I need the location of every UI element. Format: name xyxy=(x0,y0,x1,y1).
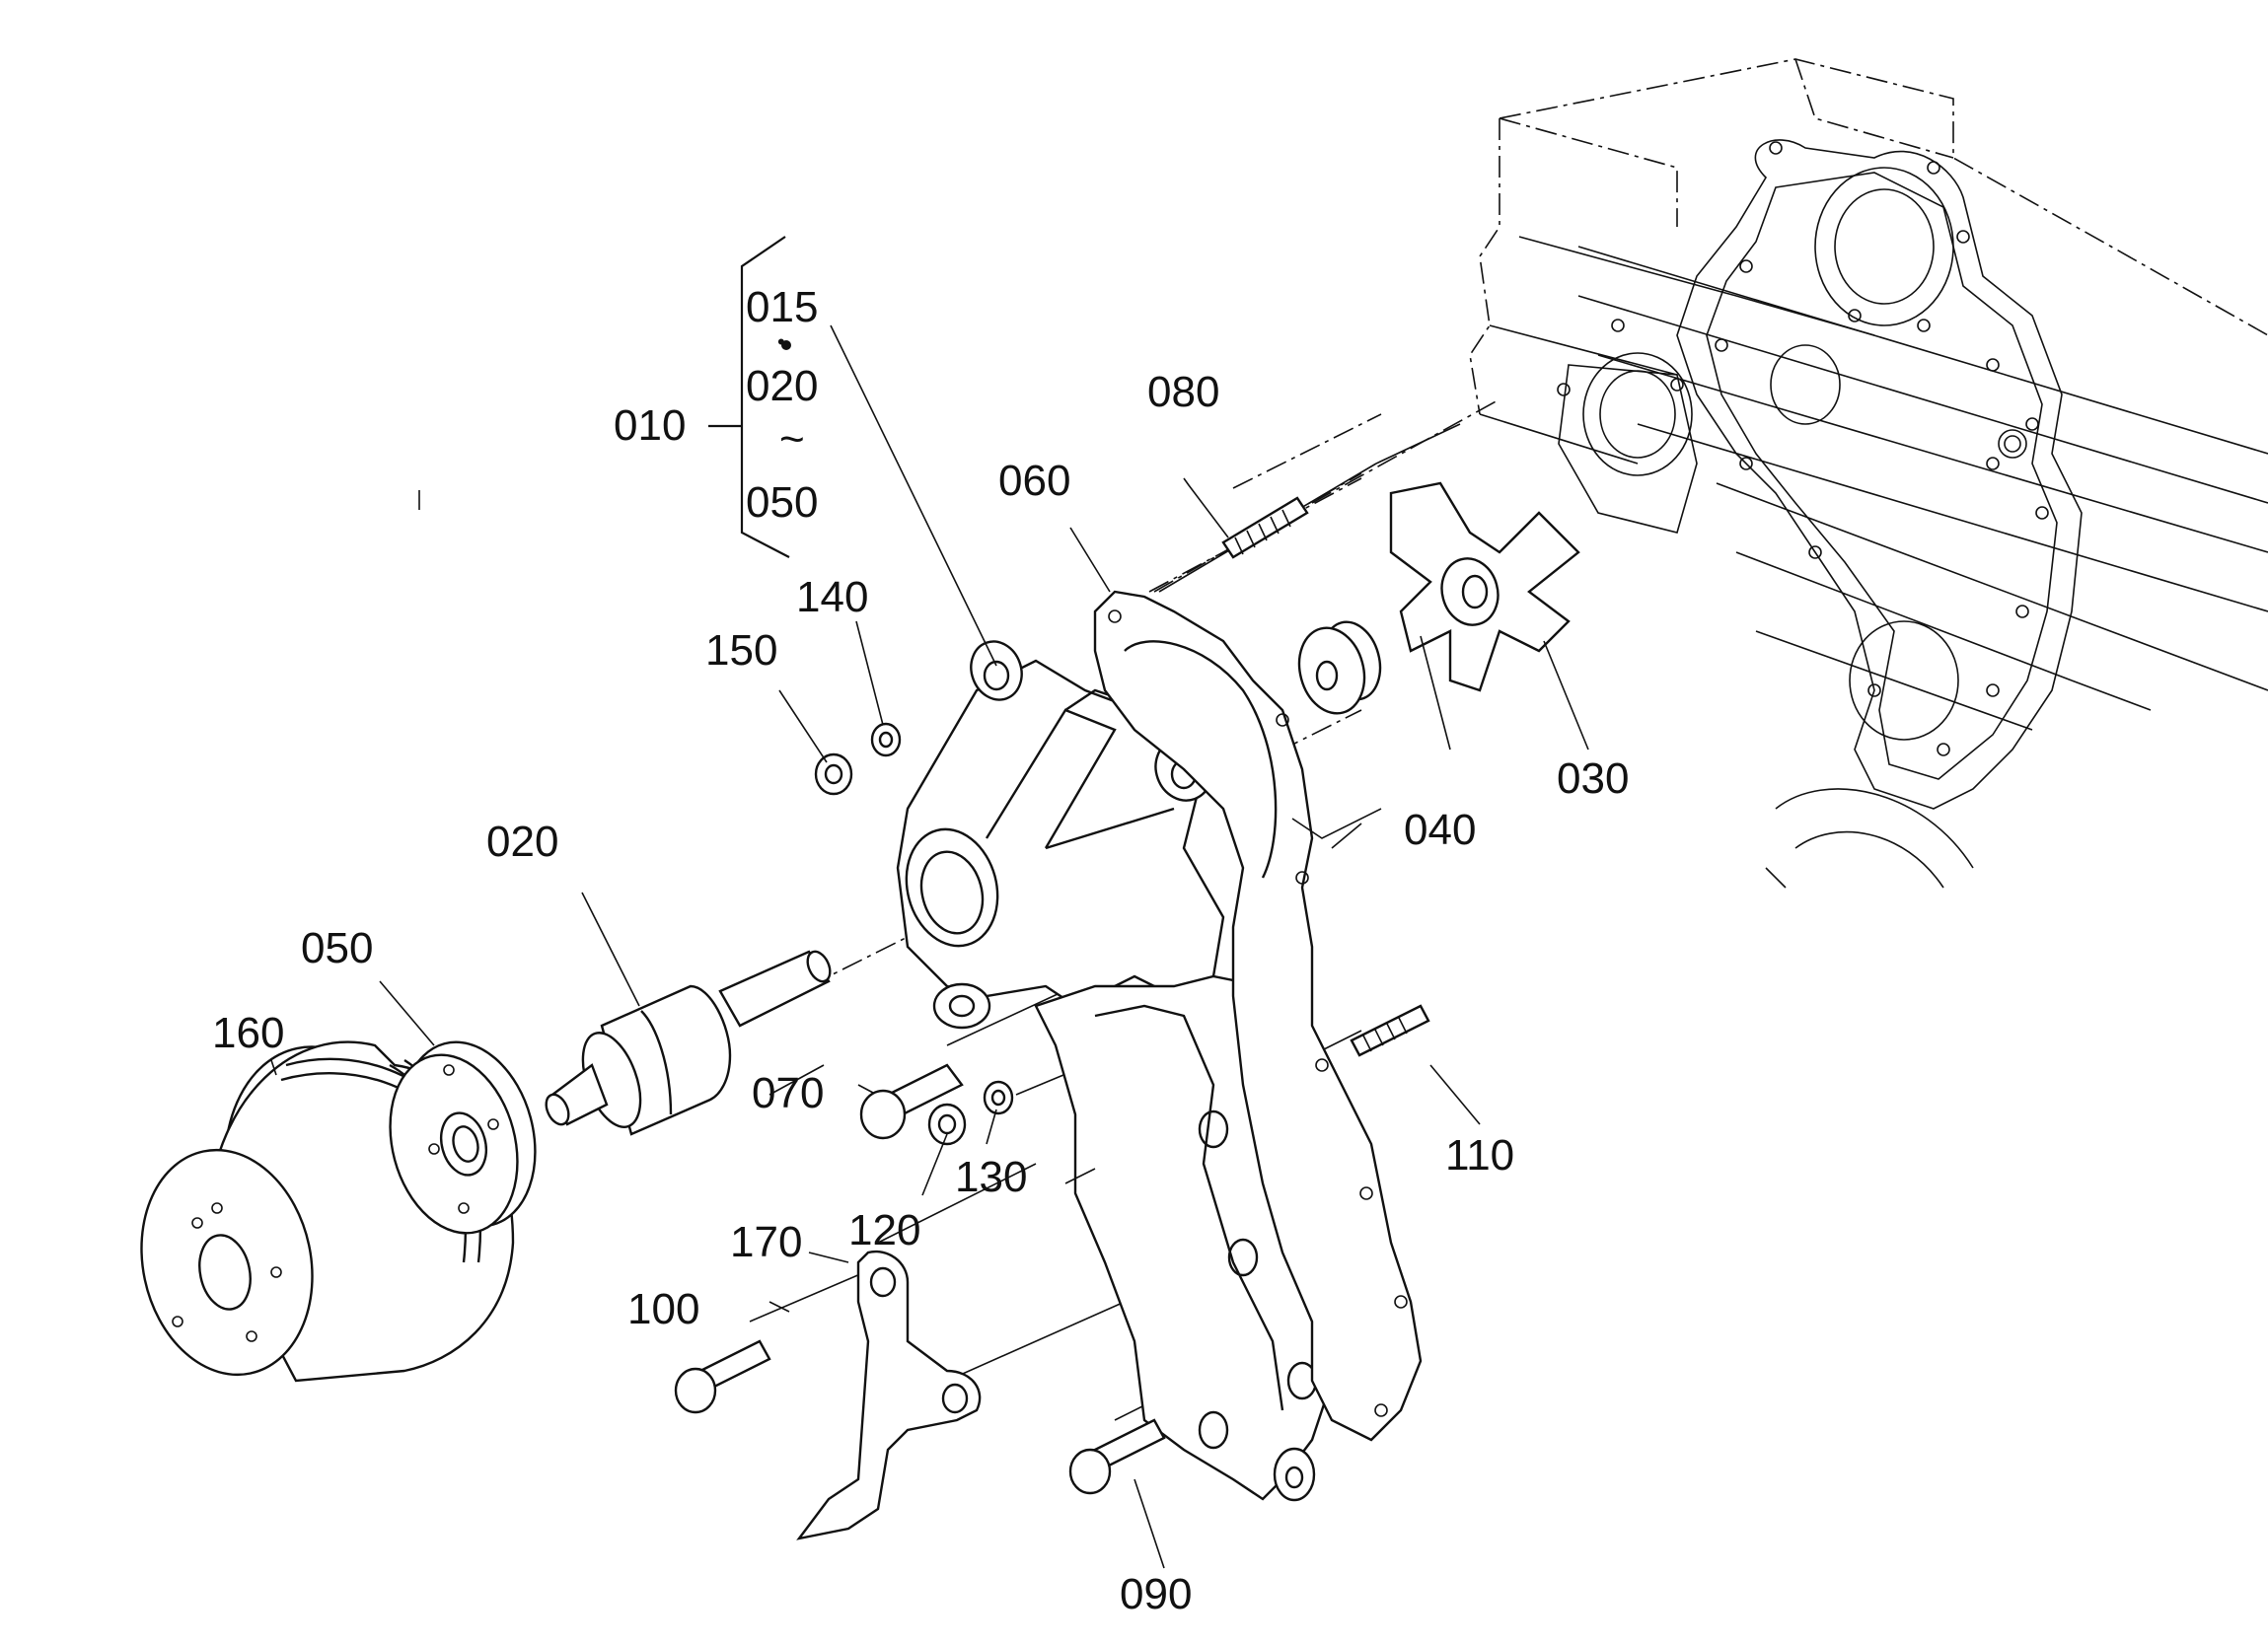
seal-040 xyxy=(1297,620,1382,715)
group-dot: • xyxy=(777,329,785,354)
callout-090: 090 xyxy=(1120,1570,1193,1618)
callout-015: 015 xyxy=(746,283,819,331)
engine-block-outline xyxy=(1469,58,2268,889)
bolt-100 xyxy=(674,1339,771,1414)
bolt-090 xyxy=(1068,1418,1166,1495)
washer-130 xyxy=(983,1080,1014,1115)
leader-lines xyxy=(270,324,1589,1569)
callout-140: 140 xyxy=(796,573,869,621)
gasket-060 xyxy=(1093,590,1423,1442)
bolt-070 xyxy=(859,1063,964,1140)
flange-050 xyxy=(389,1040,537,1235)
callout-130: 130 xyxy=(955,1153,1028,1201)
callout-080: 080 xyxy=(1147,368,1220,416)
callout-020: 020 xyxy=(486,818,559,866)
nut-120 xyxy=(927,1103,967,1146)
callout-030: 030 xyxy=(1557,754,1630,803)
callout-050: 050 xyxy=(301,924,374,972)
stud-110 xyxy=(1350,1004,1430,1057)
bracket-170 xyxy=(796,1250,982,1540)
callout-070: 070 xyxy=(752,1069,825,1117)
callout-010: 010 xyxy=(614,401,687,450)
callout-160: 160 xyxy=(212,1009,285,1057)
callout-150: 150 xyxy=(705,626,778,675)
callout-040: 040 xyxy=(1404,806,1477,854)
washer-140 xyxy=(870,722,902,757)
callout-050-group: 050 xyxy=(746,478,819,527)
nut-150 xyxy=(814,752,853,796)
bearing-shaft-020 xyxy=(545,950,832,1136)
callout-170: 170 xyxy=(730,1218,803,1266)
callout-020-group: 020 xyxy=(746,362,819,410)
callout-120: 120 xyxy=(848,1206,921,1254)
callout-100: 100 xyxy=(627,1285,700,1333)
group-bracket-010 xyxy=(708,236,791,558)
stud-080 xyxy=(1221,496,1309,559)
impeller-030 xyxy=(1389,481,1580,692)
callout-110: 110 xyxy=(1445,1131,1515,1180)
callout-060: 060 xyxy=(998,457,1071,505)
group-range-sep: ~ xyxy=(779,415,805,464)
